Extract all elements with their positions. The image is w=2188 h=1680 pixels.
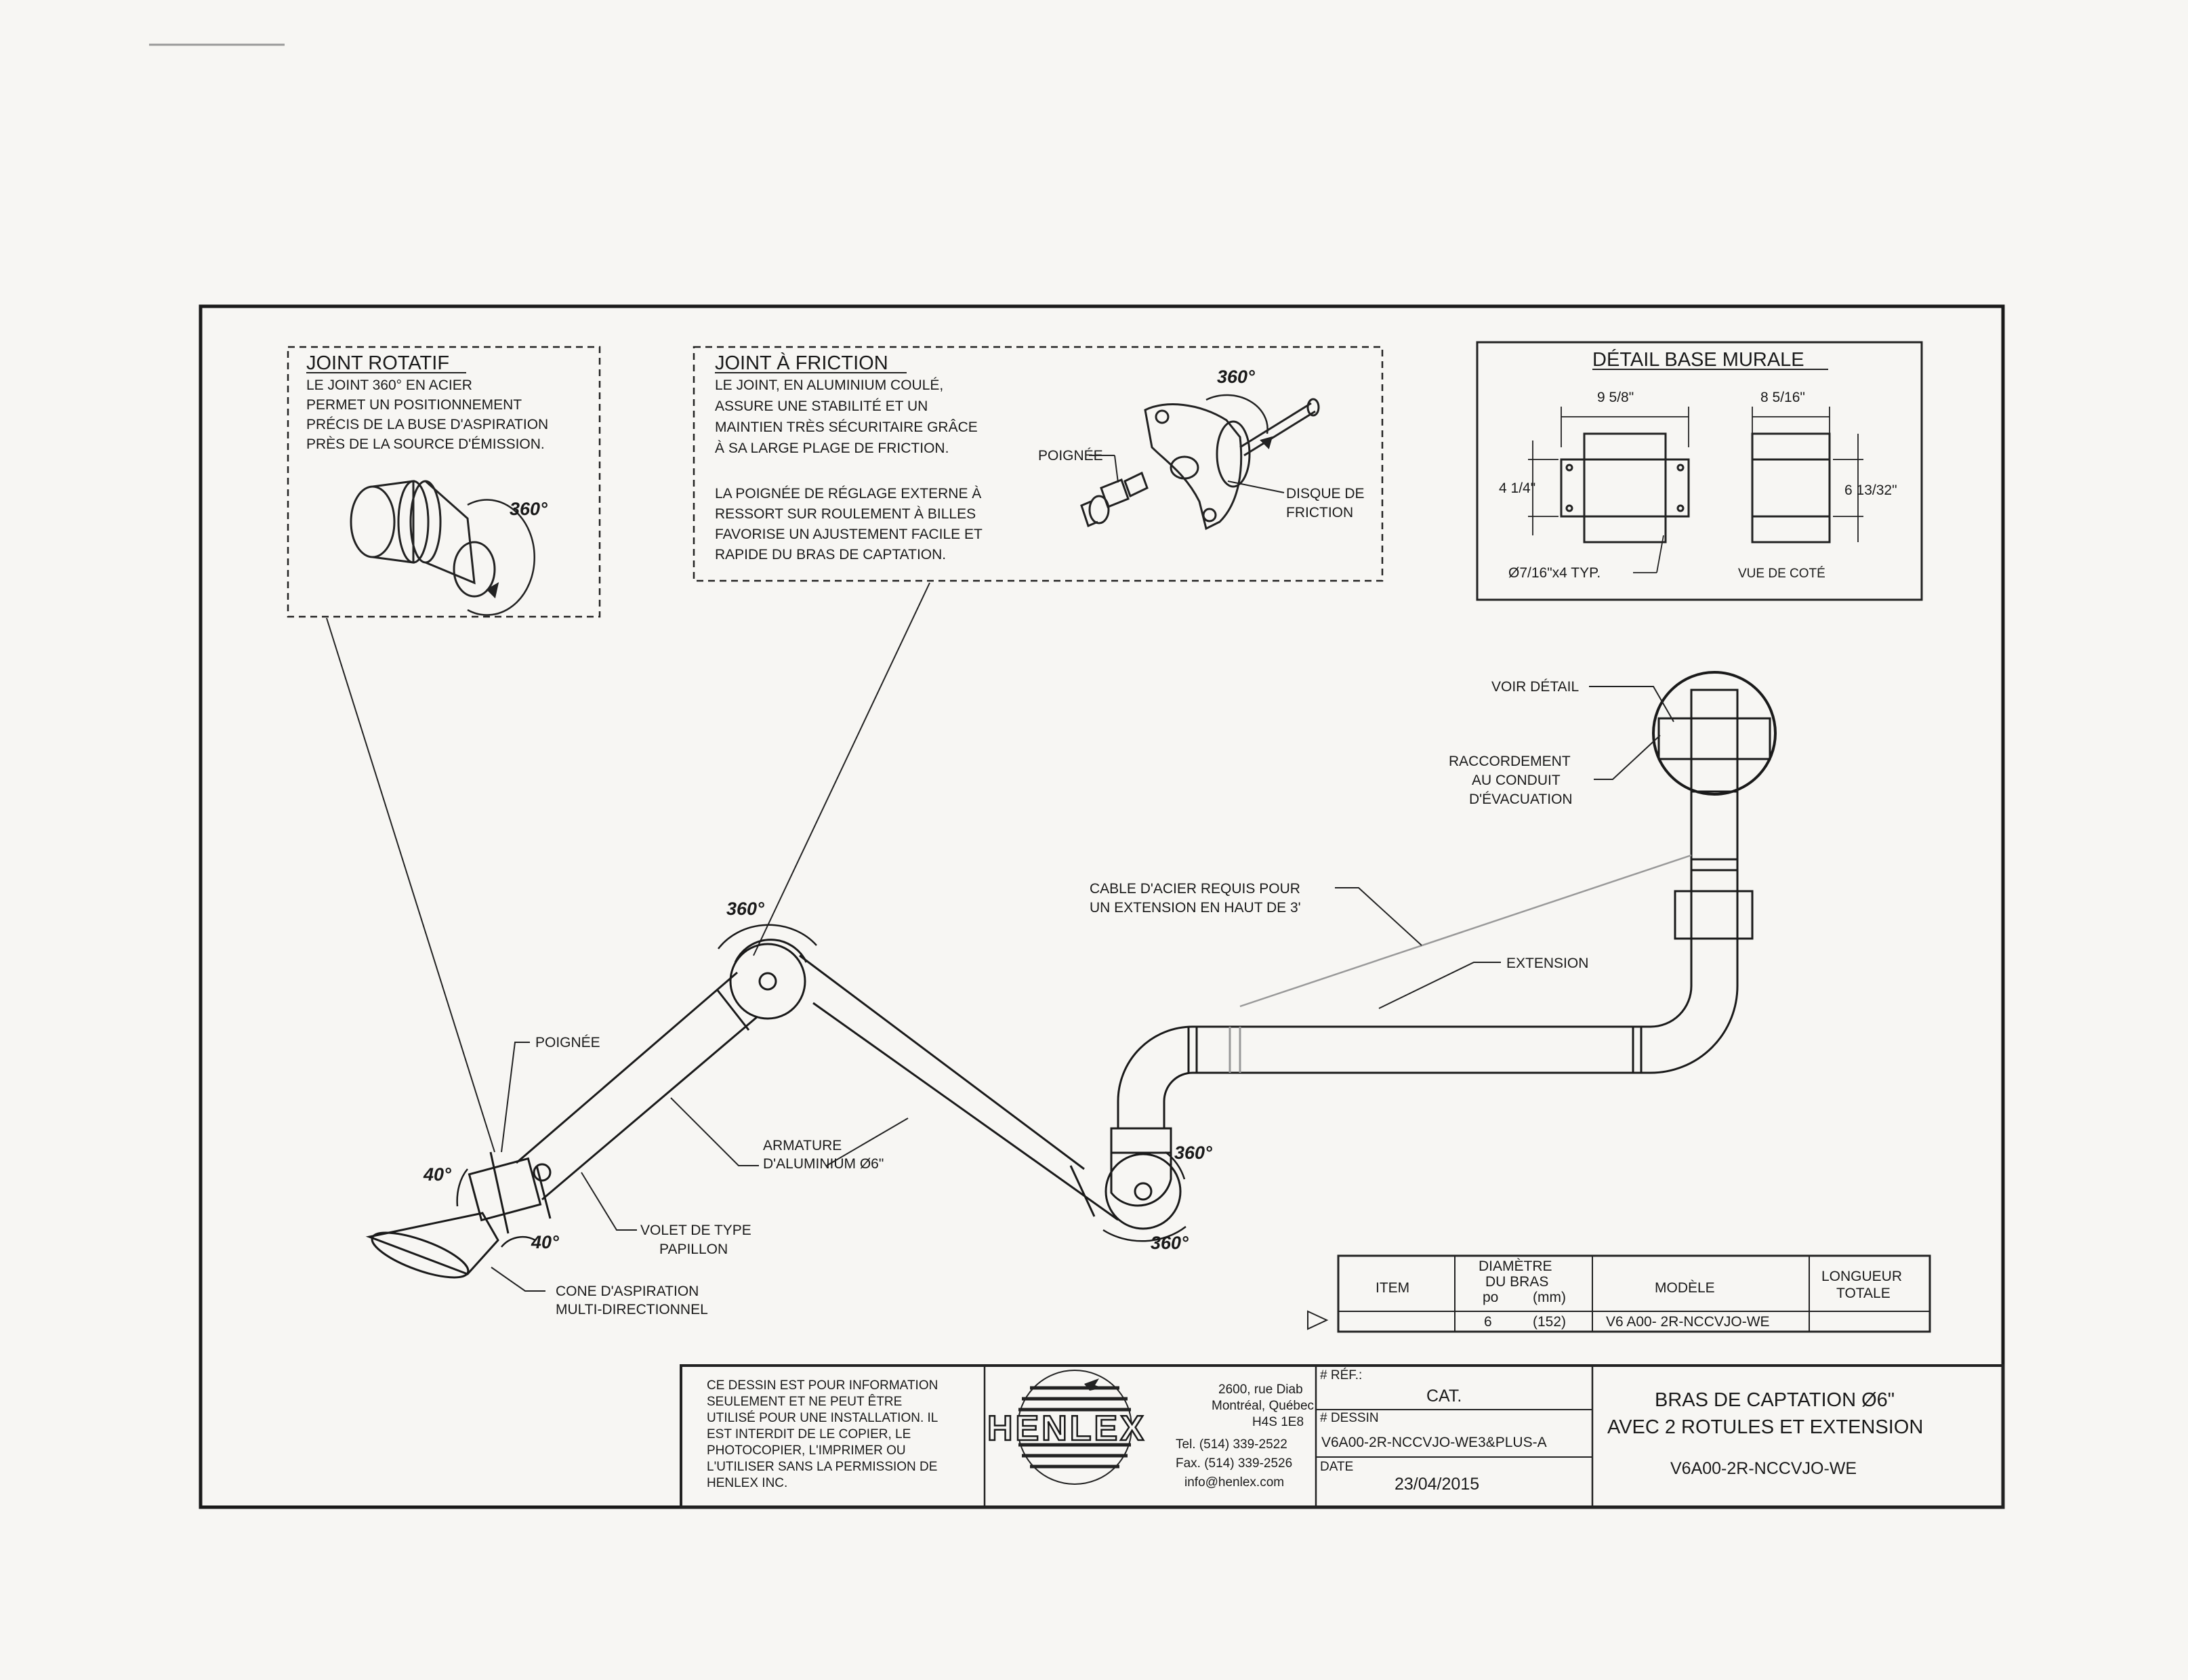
joint-rotatif-angle: 360°	[510, 499, 548, 519]
arm-leaders	[491, 686, 1674, 1292]
friction-leader-line	[753, 582, 930, 956]
joint-rotatif-callout: JOINT ROTATIF LE JOINT 360° EN ACIER PER…	[287, 346, 601, 618]
contact-tel: Tel. (514) 339-2522	[1176, 1437, 1287, 1452]
contact-email: info@henlex.com	[1184, 1475, 1284, 1490]
angle-label-rear-joint-1: 360°	[1174, 1143, 1212, 1163]
joint-rotatif-line-2: PERMET UN POSITIONNEMENT	[306, 397, 522, 413]
voir-detail-label: VOIR DÉTAIL	[1491, 679, 1579, 695]
table-row-po: 6	[1484, 1314, 1492, 1330]
joint-friction-disque-label-1: DISQUE DE	[1286, 486, 1365, 501]
base-holes-label: Ø7/16"x4 TYP.	[1508, 565, 1601, 581]
volet-label-2: PAPILLON	[659, 1242, 728, 1257]
joint-friction-line-4: À SA LARGE PLAGE DE FRICTION.	[715, 441, 949, 456]
joint-rotatif-line-4: PRÈS DE LA SOURCE D'ÉMISSION.	[306, 436, 545, 452]
raccordement-label-3: D'ÉVACUATION	[1469, 792, 1573, 807]
armature-label-2: D'ALUMINIUM Ø6"	[763, 1156, 884, 1172]
dessin-value: V6A00-2R-NCCVJO-WE3&PLUS-A	[1321, 1435, 1547, 1450]
joint-friction-line-1: LE JOINT, EN ALUMINIUM COULÉ,	[715, 377, 943, 393]
cone-label-2: MULTI-DIRECTIONNEL	[556, 1302, 708, 1317]
disclaimer-line-3: UTILISÉ POUR UNE INSTALLATION. IL	[707, 1411, 938, 1425]
angle-label-middle-joint: 360°	[726, 899, 764, 919]
rotatif-leader-line	[326, 617, 495, 1153]
table-header-mm: (mm)	[1533, 1290, 1566, 1305]
base-dim-height-1: 4 1/4"	[1499, 480, 1535, 496]
raccordement-label-2: AU CONDUIT	[1472, 773, 1561, 788]
base-murale-title: DÉTAIL BASE MURALE	[1592, 348, 1804, 371]
base-dim-height-2: 6 13/32"	[1844, 483, 1897, 498]
model-table: ITEM DIAMÈTRE DU BRAS po (mm) MODÈLE LON…	[1307, 1254, 1931, 1333]
table-header-diam-1: DIAMÈTRE	[1479, 1258, 1552, 1274]
wall-base-detail-circle	[1652, 671, 1777, 796]
joint-rotatif-line-3: PRÉCIS DE LA BUSE D'ASPIRATION	[306, 417, 548, 432]
joint-friction-poignee-label: POIGNÉE	[1038, 448, 1103, 464]
steel-cable-line	[1239, 854, 1692, 1008]
extension-label: EXTENSION	[1506, 956, 1588, 971]
armature-label-1: ARMATURE	[763, 1138, 842, 1153]
table-row-modele: V6 A00- 2R-NCCVJO-WE	[1606, 1314, 1770, 1330]
joint-friction-line-8: RAPIDE DU BRAS DE CAPTATION.	[715, 547, 946, 562]
table-row-mm: (152)	[1533, 1314, 1566, 1330]
joint-rotatif-line-1: LE JOINT 360° EN ACIER	[306, 377, 472, 393]
henlex-logo-text: HENLEX	[987, 1409, 1147, 1448]
base-front-view	[1528, 407, 1690, 544]
henlex-logo: HENLEX	[987, 1370, 1147, 1485]
joint-friction-angle: 360°	[1217, 367, 1255, 387]
joint-friction-disque-label-2: FRICTION	[1286, 505, 1353, 520]
ref-value: CAT.	[1426, 1387, 1462, 1406]
table-header-longueur-1: LONGUEUR	[1821, 1269, 1902, 1284]
joint-friction-title: JOINT À FRICTION	[715, 352, 888, 374]
title-block: CE DESSIN EST POUR INFORMATION SEULEMENT…	[680, 1364, 2004, 1509]
address-line-3: H4S 1E8	[1252, 1415, 1304, 1429]
arm-assembly	[365, 671, 1777, 1279]
base-side-view-label: VUE DE COTÉ	[1738, 567, 1825, 581]
friction-joint-illustration	[1080, 394, 1320, 531]
drawing-code: V6A00-2R-NCCVJO-WE	[1670, 1459, 1857, 1478]
angle-label-nozzle-1: 40°	[423, 1164, 451, 1185]
date-label: DATE	[1320, 1460, 1353, 1474]
table-header-modele: MODÈLE	[1655, 1280, 1715, 1296]
angle-label-rear-joint-2: 360°	[1151, 1233, 1189, 1253]
joint-friction-line-2: ASSURE UNE STABILITÉ ET UN	[715, 398, 928, 414]
joint-friction-line-7: FAVORISE UN AJUSTEMENT FACILE ET	[715, 527, 983, 542]
joint-rotatif-title: JOINT ROTATIF	[306, 352, 449, 374]
disclaimer-line-1: CE DESSIN EST POUR INFORMATION	[707, 1378, 938, 1393]
raccordement-label-1: RACCORDEMENT	[1449, 754, 1571, 769]
contact-fax: Fax. (514) 339-2526	[1176, 1456, 1292, 1471]
base-murale-callout: DÉTAIL BASE MURALE 9 5/8" 4 1/4" 8 5/	[1476, 341, 1923, 601]
disclaimer-line-4: EST INTERDIT DE LE COPIER, LE	[707, 1427, 911, 1441]
disclaimer-line-2: SEULEMENT ET NE PEUT ÊTRE	[707, 1394, 902, 1409]
base-dim-width-1: 9 5/8"	[1597, 390, 1634, 405]
drawing-title-line-1: BRAS DE CAPTATION Ø6"	[1655, 1389, 1895, 1411]
ref-label: # RÉF.:	[1320, 1368, 1362, 1382]
base-side-view	[1751, 407, 1863, 544]
base-dim-width-2: 8 5/16"	[1760, 390, 1805, 405]
angle-label-nozzle-2: 40°	[531, 1232, 559, 1252]
cone-label-1: CONE D'ASPIRATION	[556, 1284, 699, 1299]
disclaimer-line-5: PHOTOCOPIER, L'IMPRIMER OU	[707, 1443, 906, 1458]
date-value: 23/04/2015	[1395, 1475, 1479, 1494]
revision-triangle-icon	[1307, 1310, 1329, 1330]
address-line-1: 2600, rue Diab	[1218, 1382, 1303, 1397]
rotary-joint-illustration	[350, 480, 535, 616]
joint-friction-line-3: MAINTIEN TRÈS SÉCURITAIRE GRÂCE	[715, 419, 978, 435]
cable-label-2: UN EXTENSION EN HAUT DE 3'	[1090, 900, 1301, 916]
volet-label-1: VOLET DE TYPE	[640, 1223, 751, 1238]
poignee-label: POIGNÉE	[535, 1035, 600, 1050]
address-line-2: Montréal, Québec	[1212, 1399, 1314, 1413]
disclaimer-line-6: L'UTILISER SANS LA PERMISSION DE	[707, 1460, 937, 1474]
joint-friction-line-5: LA POIGNÉE DE RÉGLAGE EXTERNE À	[715, 486, 981, 501]
table-header-po: po	[1483, 1290, 1498, 1305]
cable-label-1: CABLE D'ACIER REQUIS POUR	[1090, 881, 1300, 897]
joint-friction-callout: JOINT À FRICTION LE JOINT, EN ALUMINIUM …	[693, 346, 1384, 582]
joint-friction-line-6: RESSORT SUR ROULEMENT À BILLES	[715, 506, 976, 522]
disclaimer-line-7: HENLEX INC.	[707, 1476, 787, 1490]
table-header-longueur-2: TOTALE	[1836, 1286, 1891, 1301]
dessin-label: # DESSIN	[1320, 1411, 1379, 1425]
drawing-title-line-2: AVEC 2 ROTULES ET EXTENSION	[1607, 1416, 1923, 1438]
table-header-item: ITEM	[1376, 1280, 1409, 1296]
table-header-diam-2: DU BRAS	[1485, 1274, 1548, 1290]
